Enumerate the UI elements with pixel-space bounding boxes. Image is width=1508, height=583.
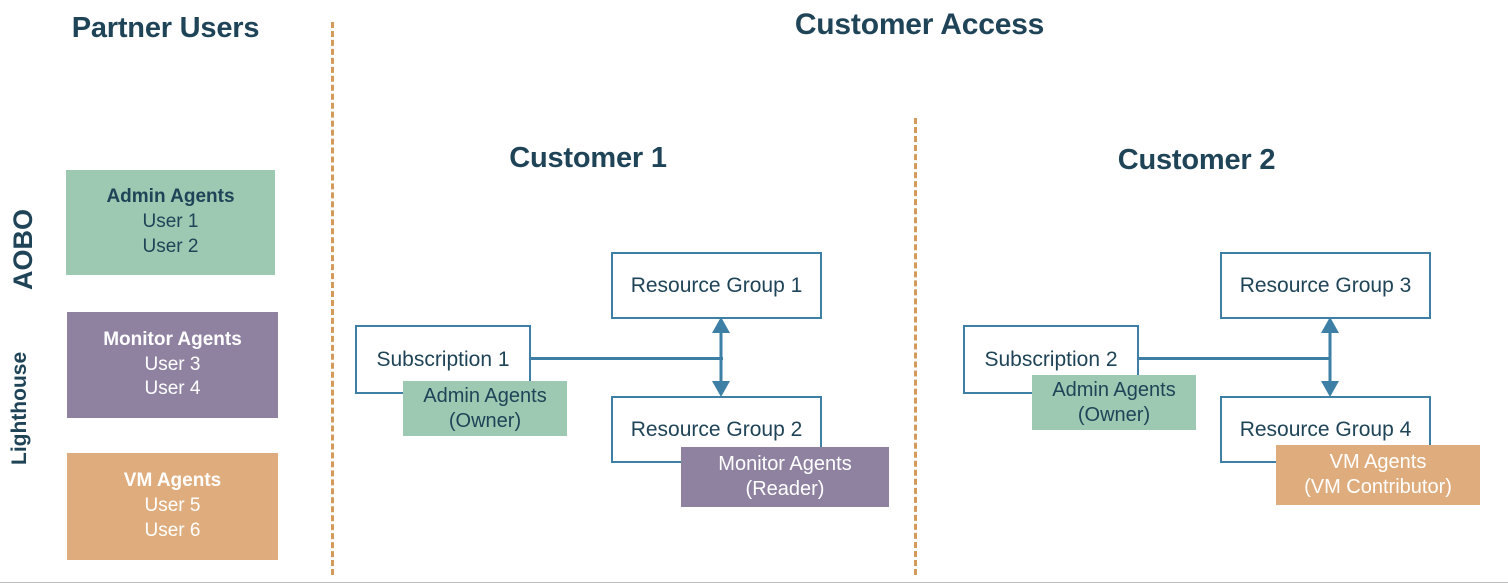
partner-group-vm-agents[interactable]: VM Agents User 5 User 6 (67, 453, 278, 560)
partner-group-user: User 3 (144, 353, 201, 375)
role-tag-role: (Owner) (448, 409, 522, 432)
partner-group-user: User 2 (142, 235, 199, 257)
partner-group-name: Monitor Agents (103, 328, 242, 350)
role-tag-vm-agents-contributor[interactable]: VM Agents (VM Contributor) (1276, 445, 1480, 505)
role-tag-group: Monitor Agents (718, 453, 852, 475)
role-tag-monitor-agents-reader[interactable]: Monitor Agents (Reader) (681, 447, 889, 507)
role-tag-role: (VM Contributor) (1304, 476, 1452, 498)
customer-access-title: Customer Access (794, 8, 1045, 41)
role-tag-admin-agents-owner-2[interactable]: Admin Agents (Owner) (1032, 375, 1196, 430)
partner-group-admin-agents[interactable]: Admin Agents User 1 User 2 (66, 170, 275, 275)
resource-group-1-box[interactable]: Resource Group 1 (611, 252, 822, 319)
customer-1-title: Customer 1 (509, 142, 667, 174)
partner-group-name: Admin Agents (106, 186, 235, 208)
divider-customer1-customer2 (914, 118, 917, 575)
role-tag-group: Admin Agents (1052, 378, 1176, 401)
subscription-label: Subscription 1 (376, 347, 510, 371)
connector-subscription-1-to-resource-groups (529, 357, 723, 360)
partner-group-monitor-agents[interactable]: Monitor Agents User 3 User 4 (67, 312, 278, 418)
role-tag-role: (Reader) (745, 478, 825, 500)
partner-group-name: VM Agents (123, 470, 222, 492)
role-tag-group: Admin Agents (423, 384, 547, 407)
customer-2-title: Customer 2 (1117, 144, 1276, 176)
partner-group-user: User 5 (144, 495, 201, 517)
access-model-label-lighthouse: Lighthouse (8, 351, 31, 465)
resource-group-label: Resource Group 1 (630, 273, 803, 297)
role-tag-group: VM Agents (1329, 451, 1427, 473)
subscription-label: Subscription 2 (984, 347, 1118, 371)
partner-group-user: User 6 (144, 519, 201, 541)
access-model-label-aobo: AOBO (8, 209, 38, 290)
role-tag-role: (Owner) (1077, 403, 1151, 426)
double-arrow-icon (1321, 317, 1339, 397)
connector-subscription-2-to-resource-groups (1137, 357, 1331, 360)
resource-group-label: Resource Group 2 (630, 417, 803, 441)
resource-group-label: Resource Group 4 (1239, 417, 1412, 441)
resource-group-3-box[interactable]: Resource Group 3 (1220, 252, 1431, 319)
partner-group-user: User 1 (142, 211, 199, 233)
divider-partner-customer (331, 22, 334, 575)
partner-users-title: Partner Users (71, 12, 260, 44)
resource-group-label: Resource Group 3 (1239, 273, 1412, 297)
double-arrow-icon (712, 317, 730, 397)
role-tag-admin-agents-owner-1[interactable]: Admin Agents (Owner) (403, 381, 567, 436)
partner-group-user: User 4 (144, 378, 201, 400)
